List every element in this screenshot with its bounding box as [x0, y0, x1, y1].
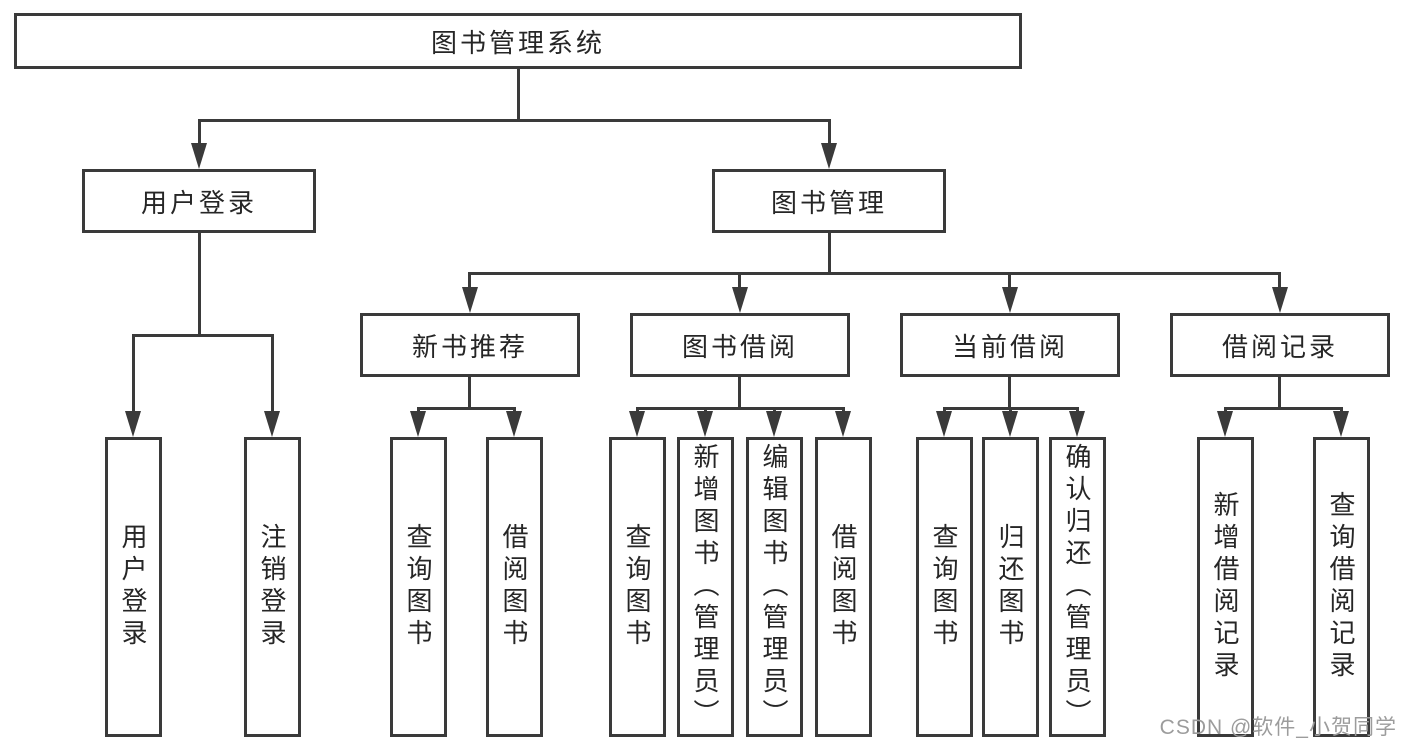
- connector-recommend-trunk: [468, 377, 471, 410]
- node-book-borrowing-label: 图书借阅: [681, 331, 798, 362]
- leaf-logout-label: 注销登录: [257, 523, 287, 651]
- leaf-query-borrow-record: 查询借阅记录: [1313, 437, 1370, 737]
- connector-stem-level3: [1278, 272, 1281, 292]
- arrow-down-icon: [1002, 287, 1018, 313]
- node-current-borrowing-label: 当前借阅: [951, 331, 1068, 362]
- connector-stem-level3: [738, 272, 741, 292]
- node-new-book-recommend: 新书推荐: [360, 313, 580, 377]
- node-book-management-label: 图书管理: [770, 187, 887, 218]
- leaf-query-books-borrowing-label: 查询图书: [622, 523, 652, 651]
- node-book-management: 图书管理: [712, 169, 946, 233]
- node-new-book-recommend-label: 新书推荐: [411, 331, 528, 362]
- leaf-user-login: 用户登录: [105, 437, 162, 737]
- connector-root-trunk: [517, 69, 520, 121]
- connector-stem-book-management: [828, 119, 831, 149]
- node-root: 图书管理系统: [14, 13, 1022, 69]
- node-user-login-label: 用户登录: [140, 187, 257, 218]
- arrow-down-icon: [1333, 411, 1349, 437]
- leaf-query-books-recommend: 查询图书: [390, 437, 447, 737]
- arrow-down-icon: [264, 411, 280, 437]
- connector-user-login-branch: [132, 334, 273, 337]
- arrow-down-icon: [821, 143, 837, 169]
- arrow-down-icon: [462, 287, 478, 313]
- leaf-return-books-label: 归还图书: [995, 523, 1025, 651]
- leaf-borrow-books-recommend: 借阅图书: [486, 437, 543, 737]
- leaf-borrow-books-recommend-label: 借阅图书: [499, 523, 529, 651]
- connector-level3-branch: [468, 272, 1281, 275]
- node-borrowing-records: 借阅记录: [1170, 313, 1390, 377]
- node-user-login: 用户登录: [82, 169, 316, 233]
- arrow-down-icon: [506, 411, 522, 437]
- leaf-return-books: 归还图书: [982, 437, 1039, 737]
- leaf-confirm-return-admin: 确认归还（管理员）: [1049, 437, 1106, 737]
- connector-borrowing-trunk: [738, 377, 741, 410]
- arrow-down-icon: [1069, 411, 1085, 437]
- leaf-user-login-label: 用户登录: [118, 523, 148, 651]
- arrow-down-icon: [766, 411, 782, 437]
- arrow-down-icon: [835, 411, 851, 437]
- watermark: CSDN @软件_小贺同学: [1159, 716, 1397, 739]
- leaf-query-books-current-label: 查询图书: [929, 523, 959, 651]
- connector-stem-user-login: [198, 119, 201, 149]
- leaf-add-borrow-record: 新增借阅记录: [1197, 437, 1254, 737]
- leaf-edit-book-admin-label: 编辑图书（管理员）: [759, 443, 789, 731]
- leaf-query-books-borrowing: 查询图书: [609, 437, 666, 737]
- connector-records-branch: [1224, 407, 1342, 410]
- arrow-down-icon: [732, 287, 748, 313]
- connector-book-management-trunk: [828, 233, 831, 274]
- arrow-down-icon: [191, 143, 207, 169]
- connector-level2-branch: [198, 119, 831, 122]
- leaf-logout: 注销登录: [244, 437, 301, 737]
- node-borrowing-records-label: 借阅记录: [1221, 331, 1338, 362]
- leaf-add-borrow-record-label: 新增借阅记录: [1210, 491, 1240, 683]
- connector-stem-level3: [468, 272, 471, 292]
- connector-stem-leaf: [271, 334, 274, 416]
- arrow-down-icon: [125, 411, 141, 437]
- connector-stem-level3: [1008, 272, 1011, 292]
- arrow-down-icon: [697, 411, 713, 437]
- connector-borrowing-branch: [636, 407, 844, 410]
- connector-stem-leaf: [132, 334, 135, 416]
- arrow-down-icon: [1217, 411, 1233, 437]
- leaf-query-books-recommend-label: 查询图书: [403, 523, 433, 651]
- leaf-add-book-admin-label: 新增图书（管理员）: [690, 443, 720, 731]
- arrow-down-icon: [1002, 411, 1018, 437]
- leaf-query-books-current: 查询图书: [916, 437, 973, 737]
- arrow-down-icon: [1272, 287, 1288, 313]
- leaf-borrow-books-label: 借阅图书: [828, 523, 858, 651]
- leaf-confirm-return-admin-label: 确认归还（管理员）: [1062, 443, 1092, 731]
- leaf-add-book-admin: 新增图书（管理员）: [677, 437, 734, 737]
- connector-current-trunk: [1008, 377, 1011, 410]
- node-book-borrowing: 图书借阅: [630, 313, 850, 377]
- connector-user-login-trunk: [198, 233, 201, 337]
- arrow-down-icon: [629, 411, 645, 437]
- leaf-query-borrow-record-label: 查询借阅记录: [1326, 491, 1356, 683]
- arrow-down-icon: [410, 411, 426, 437]
- leaf-borrow-books: 借阅图书: [815, 437, 872, 737]
- node-root-label: 图书管理系统: [430, 27, 605, 58]
- connector-records-trunk: [1278, 377, 1281, 410]
- node-current-borrowing: 当前借阅: [900, 313, 1120, 377]
- arrow-down-icon: [936, 411, 952, 437]
- connector-recommend-branch: [417, 407, 516, 410]
- leaf-edit-book-admin: 编辑图书（管理员）: [746, 437, 803, 737]
